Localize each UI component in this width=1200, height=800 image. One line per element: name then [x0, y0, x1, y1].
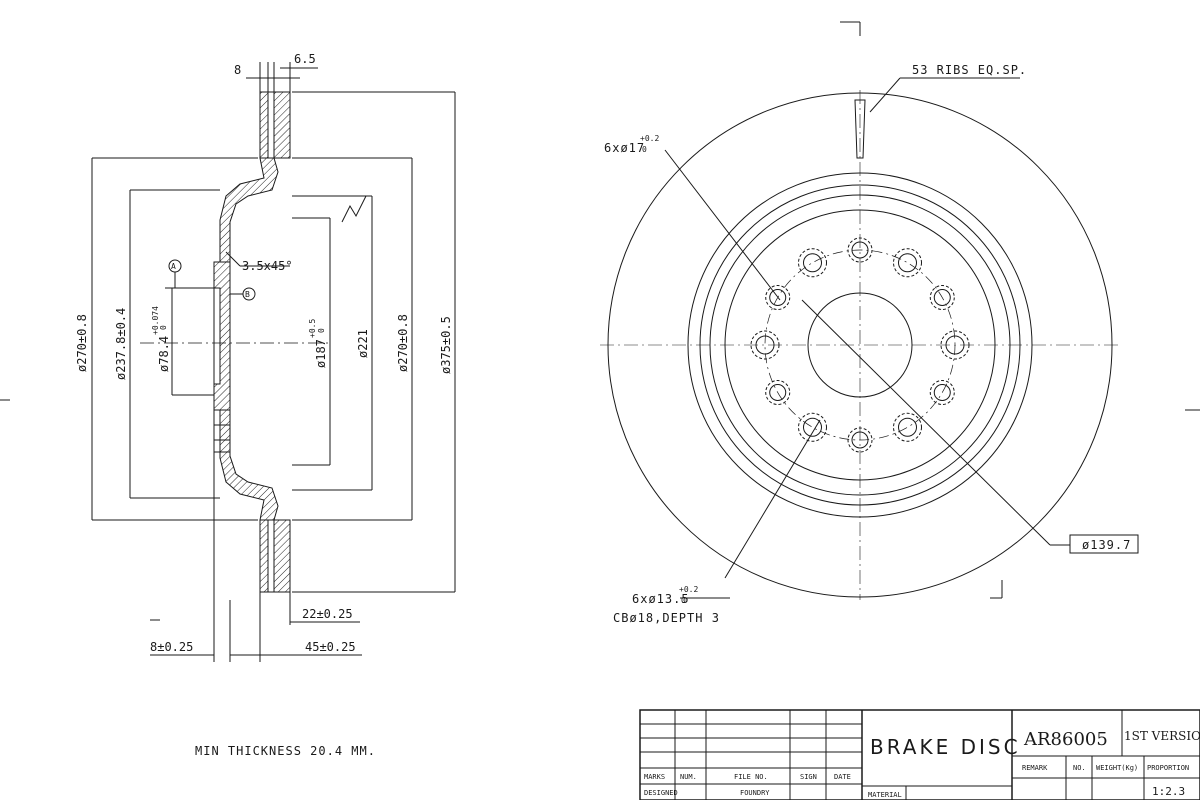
bolt-hole-group: [750, 237, 970, 453]
bolt-hole-counterbore: [893, 248, 922, 278]
title-block: [639, 709, 1200, 800]
holes-13-label: 6xø13.5: [632, 592, 690, 606]
bolt-hole-counterbore: [940, 330, 970, 360]
bolt-hole: [755, 335, 775, 355]
tb-file-no: FILE NO.: [734, 773, 768, 781]
dim-chamfer: 3.5x45°: [242, 259, 293, 273]
tb-version: 1ST VERSION: [1124, 729, 1200, 743]
rotor-vent-bottom: [267, 519, 275, 593]
min-thickness-note: MIN THICKNESS 20.4 MM.: [195, 744, 376, 758]
bolt-hole: [898, 417, 917, 437]
bolt-hole: [898, 253, 917, 273]
section-view-labels: 8 6.5 3.5x45° A B ø270±0.8 ø237.8±0.4 ø7…: [75, 52, 453, 654]
dim-dia-270-left: ø270±0.8: [75, 314, 89, 372]
bolt-hole-counterbore: [798, 248, 827, 278]
dim-dia-78-tol: +0.074: [151, 306, 160, 335]
front-view: [0, 21, 1200, 600]
dim-dia-270-right: ø270±0.8: [396, 314, 410, 372]
tb-scale: 1:2.3: [1152, 785, 1185, 798]
holes-13-tol-lo: 0: [681, 596, 686, 605]
hub-bore: [213, 287, 221, 385]
bolt-hole: [945, 335, 965, 355]
bolt-hole: [851, 241, 869, 259]
ribs-note: 53 RIBS EQ.SP.: [912, 63, 1027, 77]
tb-designed: DESIGNED: [644, 789, 678, 797]
rotor-ring-bottom: [259, 519, 291, 593]
dim-dia-237: ø237.8±0.4: [114, 308, 128, 380]
bolt-hole: [769, 289, 787, 306]
bolt-hole: [851, 431, 869, 449]
hat-section-bottom: [219, 409, 279, 521]
dim-8b: 8±0.25: [150, 640, 193, 654]
dim-dia-221: ø221: [356, 329, 370, 358]
pcd-callout-box: [1069, 534, 1139, 554]
tb-date: DATE: [834, 773, 851, 781]
bolt-hole-counterbore: [929, 380, 955, 405]
bolt-hole-counterbore: [929, 285, 955, 310]
bolt-hole: [769, 384, 787, 401]
tb-marks: MARKS: [644, 773, 665, 781]
dim-22: 22±0.25: [302, 607, 353, 621]
bolt-hole: [803, 417, 822, 437]
dim-dia-187-tol-lo: 0: [317, 328, 326, 333]
bolt-hole-counterbore: [847, 427, 873, 453]
dim-width-right: 6.5: [294, 52, 316, 66]
hat-section-top: [219, 157, 279, 263]
holes-17-label: 6xø17: [604, 141, 645, 155]
tb-proportion: PROPORTION: [1147, 764, 1189, 772]
rotor-ring-top: [259, 91, 291, 159]
tb-remark: REMARK: [1022, 764, 1048, 772]
datum-a-label: A: [171, 262, 176, 271]
bolt-hole: [933, 384, 951, 401]
holes-13-tol: +0.2: [679, 585, 698, 594]
bolt-hole-counterbore: [750, 330, 780, 360]
tb-no: NO.: [1073, 764, 1086, 772]
dim-dia-78-tol-lo: 0: [159, 325, 168, 330]
dim-45: 45±0.25: [305, 640, 356, 654]
tb-title: BRAKE DISC: [870, 735, 1021, 759]
tb-material: MATERIAL: [868, 791, 902, 799]
bolt-hole: [803, 253, 822, 273]
dim-dia-375: ø375±0.5: [439, 316, 453, 374]
bolt-hole-counterbore: [798, 412, 827, 442]
tb-part-no: AR86005: [1023, 729, 1108, 750]
rib-marker: [854, 99, 866, 159]
holes-17-tol-lo: 0: [642, 145, 647, 154]
front-view-labels: 53 RIBS EQ.SP. 6xø17 +0.2 0 ø139.7 6xø13…: [604, 63, 1131, 625]
dim-width-left: 8: [234, 63, 241, 77]
bolt-hole-counterbore: [847, 237, 873, 263]
pcd-label: ø139.7: [1082, 538, 1131, 552]
dim-dia-78: ø78.4: [157, 336, 171, 372]
rotor-vent-top: [267, 91, 275, 159]
tb-foundry: FOUNDRY: [740, 789, 770, 797]
datum-b-label: B: [245, 290, 250, 299]
section-view: [91, 62, 456, 662]
dim-dia-187: ø187: [314, 339, 328, 368]
bolt-hole-counterbore: [893, 412, 922, 442]
bolt-hole-counterbore: [765, 380, 791, 405]
counterbore-label: CBø18,DEPTH 3: [613, 611, 720, 625]
title-block-labels: MARKS NUM. FILE NO. SIGN DATE DESIGNED F…: [644, 729, 1200, 799]
tb-num: NUM.: [680, 773, 697, 781]
bolt-hole: [933, 289, 951, 306]
tb-weight: WEIGHT(Kg): [1096, 764, 1138, 772]
holes-17-tol: +0.2: [640, 134, 659, 143]
tb-sign: SIGN: [800, 773, 817, 781]
dim-dia-187-tol: +0.5: [308, 319, 317, 338]
bolt-hole-counterbore: [765, 285, 791, 310]
